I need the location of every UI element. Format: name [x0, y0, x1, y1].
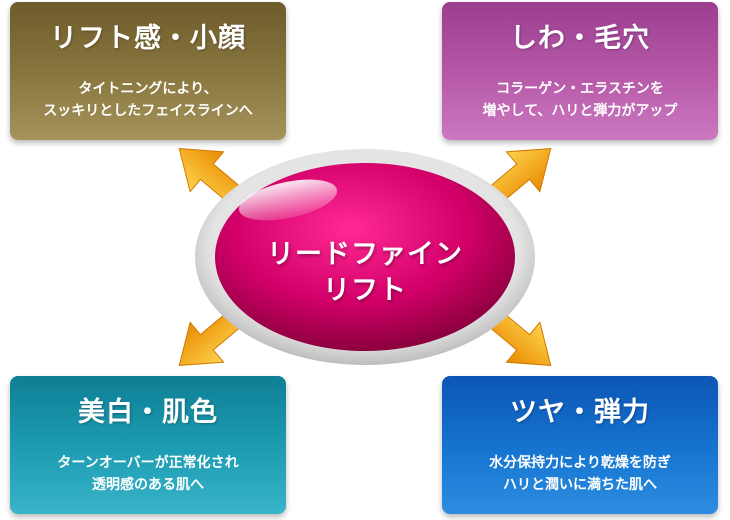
card-elasticity: ツヤ・弾力 水分保持力により乾燥を防ぎ ハリと潤いに満ちた肌へ	[442, 376, 718, 514]
card-whitening-desc-line2: 透明感のある肌へ	[92, 477, 204, 493]
card-lift: リフト感・小顔 タイトニングにより、 スッキリとしたフェイスラインへ	[10, 2, 286, 140]
center-title-line2: リフト	[323, 275, 407, 306]
card-elasticity-desc-line1: 水分保持力により乾燥を防ぎ	[489, 455, 671, 471]
center-title-line1: リードファイン	[267, 239, 463, 270]
card-wrinkles: しわ・毛穴 コラーゲン・エラスチンを 増やして、ハリと弾力がアップ	[442, 2, 718, 140]
card-lift-description: タイトニングにより、 スッキリとしたフェイスラインへ	[10, 78, 286, 122]
card-elasticity-description: 水分保持力により乾燥を防ぎ ハリと潤いに満ちた肌へ	[442, 452, 718, 496]
card-whitening: 美白・肌色 ターンオーバーが正常化され 透明感のある肌へ	[10, 376, 286, 514]
ellipse-highlight	[238, 179, 338, 221]
card-whitening-description: ターンオーバーが正常化され 透明感のある肌へ	[10, 452, 286, 496]
card-wrinkles-description: コラーゲン・エラスチンを 増やして、ハリと弾力がアップ	[442, 78, 718, 122]
card-wrinkles-desc-line2: 増やして、ハリと弾力がアップ	[482, 103, 678, 119]
card-lift-desc-line1: タイトニングにより、	[78, 81, 218, 97]
card-whitening-title: 美白・肌色	[78, 397, 218, 428]
card-elasticity-desc-line2: ハリと潤いに満ちた肌へ	[503, 477, 657, 493]
card-whitening-desc-line1: ターンオーバーが正常化され	[57, 455, 239, 471]
card-lift-title: リフト感・小顔	[50, 23, 246, 54]
card-wrinkles-title: しわ・毛穴	[510, 23, 650, 54]
card-lift-desc-line2: スッキリとしたフェイスラインへ	[43, 103, 253, 119]
card-elasticity-title: ツヤ・弾力	[510, 397, 650, 428]
card-wrinkles-desc-line1: コラーゲン・エラスチンを	[496, 81, 664, 97]
